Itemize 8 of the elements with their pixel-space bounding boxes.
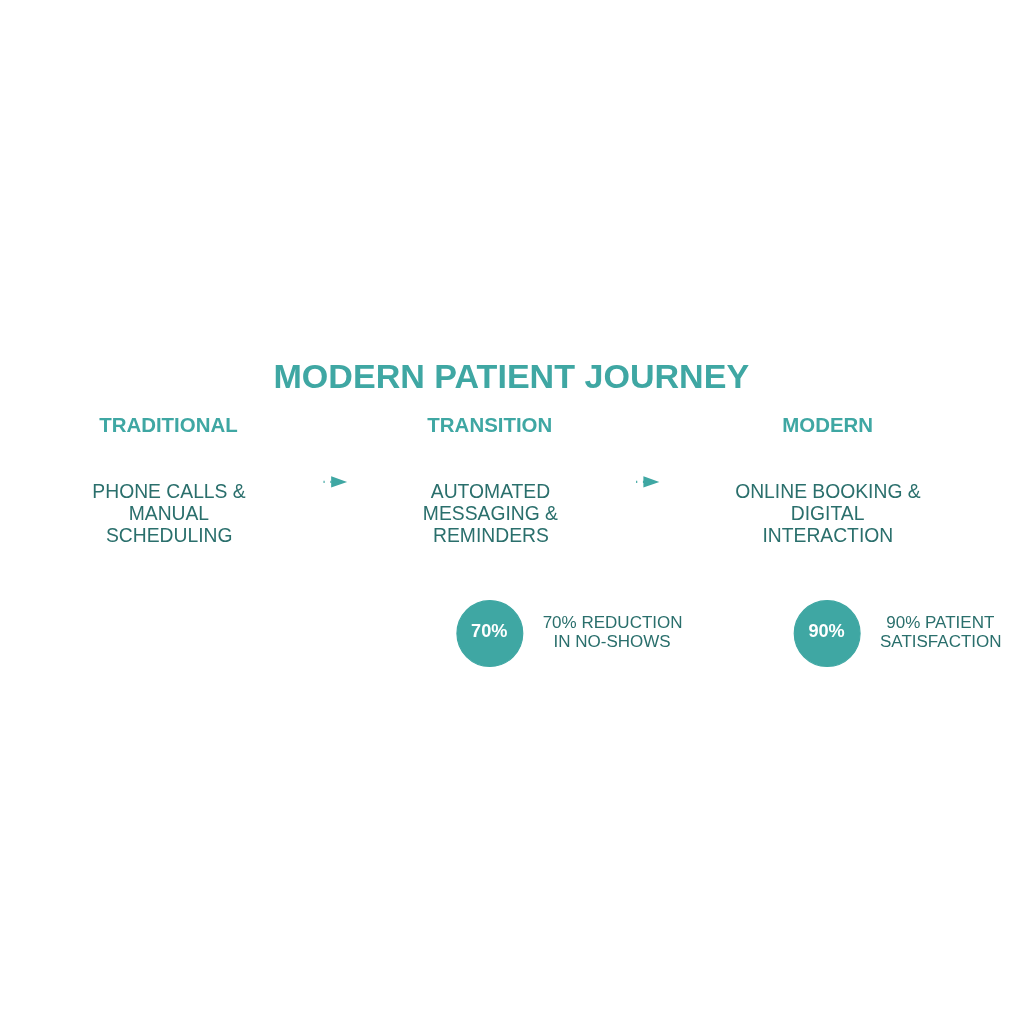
node-label: 70% REDUCTION IN NO-SHOWS (542, 612, 683, 652)
node-text: TRANSITION AUTOMATED MESSAGING & REMINDERS (422, 413, 558, 546)
node-circle: 90% (793, 600, 861, 668)
node-text: TRADITIONAL PHONE CALLS & MANUAL SCHEDULING (92, 413, 246, 546)
node-circle: 70% (456, 600, 524, 668)
node-label: 90% PATIENT SATISFACTION (879, 612, 1002, 652)
diagram-title: MODERN PATIENT JOURNEY (273, 357, 750, 396)
node-text: MODERN ONLINE BOOKING & DIGITAL INTERACTION (735, 413, 921, 546)
